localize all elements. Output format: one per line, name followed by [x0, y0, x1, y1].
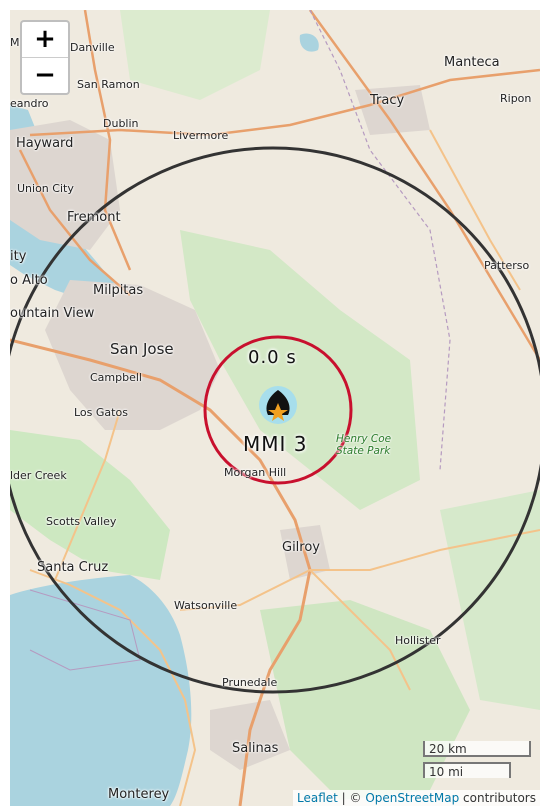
- urban-sj: [45, 280, 220, 430]
- reservoir-small: [299, 33, 319, 52]
- hwy-680: [83, 10, 132, 271]
- epicenter-shape: [266, 390, 290, 415]
- place-boulder-creek: lder Creek: [10, 469, 67, 482]
- place-tracy: Tracy: [370, 93, 405, 108]
- hwy-25: [309, 569, 411, 691]
- place-livermore: Livermore: [173, 129, 229, 142]
- place-salinas: Salinas: [232, 741, 279, 756]
- hwy-880: [18, 149, 131, 296]
- place-prunedale: Prunedale: [222, 676, 278, 689]
- place-henry-coe-line2: State Park: [336, 445, 391, 457]
- place-newark: ity: [10, 249, 27, 264]
- s-wave-circle: [203, 335, 353, 485]
- place-watsonville: Watsonville: [174, 599, 238, 612]
- place-san-jose: San Jose: [110, 340, 174, 358]
- place-milpitas: Milpitas: [93, 283, 144, 298]
- place-mountain-view: ountain View: [10, 306, 95, 321]
- place-union-city: Union City: [17, 182, 74, 195]
- place-hollister: Hollister: [395, 634, 441, 647]
- hwy-17: [54, 409, 121, 581]
- ocean: [10, 575, 192, 806]
- place-danville: Danville: [70, 41, 115, 54]
- place-patterson: Patterso: [484, 259, 530, 272]
- wave-timer: 0.0 s: [248, 347, 297, 368]
- place-mo: Mo: [10, 36, 27, 49]
- green-hills-west: [10, 430, 170, 580]
- map-canvas[interactable]: Mo Danville San Ramon eandro Dublin Live…: [10, 10, 540, 806]
- place-morgan-hill: Morgan Hill: [224, 466, 287, 479]
- place-dublin: Dublin: [103, 117, 139, 130]
- place-scotts-valley: Scotts Valley: [46, 515, 117, 528]
- scale-km: 20 km: [423, 741, 531, 757]
- hwy-33: [429, 129, 521, 291]
- place-santa-cruz: Santa Cruz: [37, 560, 109, 575]
- place-monterey: Monterey: [108, 787, 170, 802]
- place-palo-alto: o Alto: [10, 273, 48, 288]
- hwy-1: [29, 569, 197, 806]
- place-san-ramon: San Ramon: [77, 78, 140, 91]
- hwy-101: [10, 338, 312, 806]
- place-los-gatos: Los Gatos: [74, 406, 128, 419]
- place-fremont: Fremont: [67, 210, 121, 225]
- place-gilroy: Gilroy: [282, 540, 321, 555]
- leaflet-link[interactable]: Leaflet: [297, 791, 338, 805]
- attribution-sep: | ©: [337, 791, 366, 805]
- zoom-in-button[interactable]: +: [34, 24, 56, 54]
- mmi-label: MMI 3: [243, 432, 308, 456]
- place-san-leandro: eandro: [10, 97, 49, 110]
- place-ripon: Ripon: [500, 92, 532, 105]
- place-campbell: Campbell: [90, 371, 142, 384]
- place-henry-coe-line1: Henry Coe: [336, 433, 392, 445]
- p-wave-circle: [10, 146, 540, 694]
- basemap-tiles: [10, 10, 540, 806]
- place-henry-coe: Henry Coe State Park: [336, 433, 391, 457]
- county-line: [309, 10, 451, 471]
- scale-mi: 10 mi: [423, 762, 511, 779]
- hwy-152: [179, 529, 540, 611]
- attribution-contrib: contributors: [459, 791, 536, 805]
- hwy-5: [308, 10, 540, 361]
- place-hayward: Hayward: [16, 136, 74, 151]
- attribution: Leaflet | © OpenStreetMap contributors: [293, 790, 540, 806]
- epicenter-marker[interactable]: [258, 385, 298, 425]
- hwy-580: [29, 68, 540, 137]
- county-line-2: [29, 589, 141, 671]
- green-hills-central: [180, 230, 420, 510]
- place-manteca: Manteca: [444, 55, 500, 70]
- zoom-out-button[interactable]: −: [22, 57, 68, 93]
- osm-link[interactable]: OpenStreetMap: [365, 791, 460, 805]
- star-icon: [268, 403, 288, 421]
- green-north: [120, 10, 270, 100]
- zoom-control: + −: [20, 20, 70, 95]
